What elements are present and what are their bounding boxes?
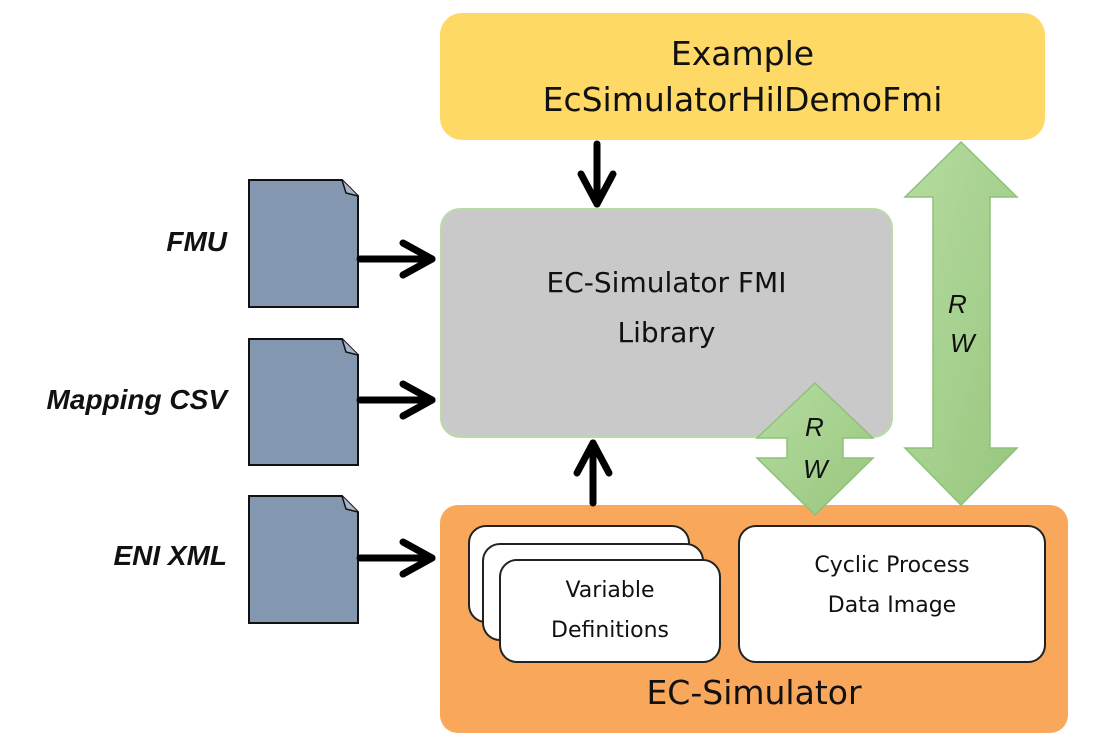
- library-title-line2: Library: [617, 316, 716, 349]
- example-box: Example EcSimulatorHilDemoFmi: [440, 13, 1045, 140]
- variable-definitions-card: Variable Definitions: [499, 559, 721, 663]
- process-image-line2: Data Image: [827, 593, 957, 618]
- document-icon-fmu: [248, 179, 359, 308]
- example-name: EcSimulatorHilDemoFmi: [542, 79, 943, 119]
- arrow-fmu-to-library: [356, 239, 436, 279]
- arrow-eni-to-simulator: [356, 538, 436, 578]
- input-label-mapping-csv: Mapping CSV: [46, 384, 227, 415]
- ec-simulator-label: EC-Simulator: [646, 673, 862, 712]
- example-title: Example: [670, 33, 815, 73]
- variable-definitions-line2: Definitions: [551, 618, 669, 643]
- ec-simulator-box: Variable Definitions Cyclic Process Data…: [440, 505, 1068, 733]
- arrow-simulator-to-library: [573, 439, 613, 507]
- cyclic-process-data-image-card: Cyclic Process Data Image: [738, 525, 1046, 663]
- document-icon-mapping-csv: [248, 338, 359, 466]
- arrow-mapping-to-library: [356, 380, 436, 420]
- input-label-fmu: FMU: [166, 226, 227, 257]
- input-label-eni-xml: ENI XML: [113, 540, 227, 571]
- rw-arrow-large: R W: [903, 140, 1019, 507]
- variable-definitions-line1: Variable: [565, 578, 655, 603]
- rw-small-read: R: [805, 412, 824, 442]
- process-image-line1: Cyclic Process: [814, 553, 970, 578]
- rw-large-read: R: [948, 289, 967, 319]
- document-icon-eni-xml: [248, 495, 359, 624]
- rw-small-write: W: [803, 454, 830, 484]
- rw-large-write: W: [950, 328, 977, 358]
- rw-arrow-small: R W: [755, 381, 875, 517]
- library-title-line1: EC-Simulator FMI: [546, 266, 787, 299]
- arrow-example-to-library: [577, 140, 617, 208]
